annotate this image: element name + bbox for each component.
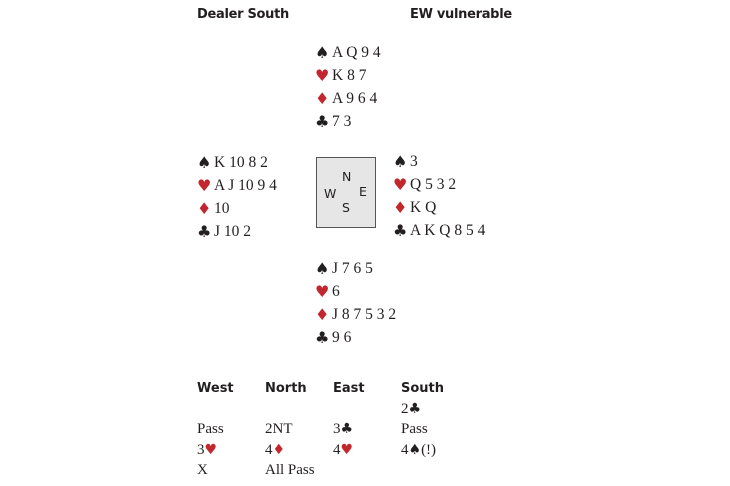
auction-bid [265, 399, 315, 419]
bid-level: 4 [401, 441, 409, 458]
auction-bid: 3♥ [197, 440, 234, 460]
auction-bid: Pass [401, 419, 444, 439]
club-icon: ♣ [393, 221, 408, 240]
auction-bid: X [197, 460, 234, 480]
west-hand: ♠K 10 8 2♥A J 10 9 4♦10♣J 10 2 [197, 151, 277, 243]
spade-cards: K 10 8 2 [214, 154, 268, 171]
club-cards: 9 6 [332, 329, 352, 346]
heart-icon: ♥ [315, 282, 330, 301]
hearts-row: ♥A J 10 9 4 [197, 174, 277, 197]
auction-south: South 2♣ Pass 4♠(!) [401, 379, 444, 460]
heart-icon: ♥ [340, 441, 354, 458]
hearts-row: ♥6 [315, 280, 396, 303]
clubs-row: ♣A K Q 8 5 4 [393, 219, 485, 242]
clubs-row: ♣J 10 2 [197, 220, 277, 243]
heart-cards: A J 10 9 4 [214, 177, 277, 194]
diamond-cards: 10 [214, 200, 230, 217]
diamond-cards: A 9 6 4 [332, 90, 378, 107]
spade-cards: J 7 6 5 [332, 260, 373, 277]
auction-bid: 2NT [265, 419, 315, 439]
spade-cards: A Q 9 4 [332, 44, 381, 61]
spade-icon: ♠ [315, 259, 330, 278]
diamond-icon: ♦ [197, 199, 212, 218]
auction-header: South [401, 381, 445, 396]
bid-level: 4 [265, 441, 273, 458]
auction-header: West [197, 381, 234, 396]
south-hand: ♠J 7 6 5♥6♦J 8 7 5 3 2♣9 6 [315, 257, 396, 349]
auction-bid: 4♥ [333, 440, 365, 460]
heart-cards: Q 5 3 2 [410, 176, 457, 193]
north-hand: ♠A Q 9 4♥K 8 7♦A 9 6 4♣7 3 [315, 41, 381, 133]
club-cards: J 10 2 [214, 223, 252, 240]
spade-icon: ♠ [197, 153, 212, 172]
vulnerability-label: EW vulnerable [410, 7, 512, 22]
diamond-cards: K Q [410, 199, 437, 216]
dealer-label: Dealer South [197, 7, 290, 22]
spades-row: ♠A Q 9 4 [315, 41, 381, 64]
diamond-icon: ♦ [272, 441, 286, 458]
east-hand: ♠3♥Q 5 3 2♦K Q♣A K Q 8 5 4 [393, 150, 485, 242]
auction-header: North [265, 381, 307, 396]
heart-cards: K 8 7 [332, 67, 367, 84]
bid-level: 3 [333, 421, 341, 438]
diamond-icon: ♦ [315, 89, 330, 108]
clubs-row: ♣9 6 [315, 326, 396, 349]
hearts-row: ♥Q 5 3 2 [393, 173, 485, 196]
club-icon: ♣ [408, 401, 422, 417]
auction-header: East [333, 381, 365, 396]
bid-level: All Pass [265, 461, 315, 478]
compass-east: E [359, 184, 367, 199]
auction-bid: 4♦ [265, 440, 315, 460]
compass-south: S [342, 200, 350, 215]
club-cards: A K Q 8 5 4 [410, 222, 486, 239]
diamond-icon: ♦ [393, 198, 408, 217]
bid-level: Pass [197, 421, 224, 438]
heart-cards: 6 [332, 283, 340, 300]
diamonds-row: ♦A 9 6 4 [315, 87, 381, 110]
auction-bid: 4♠(!) [401, 440, 444, 460]
club-icon: ♣ [340, 421, 354, 438]
compass-box: N E S W [316, 157, 376, 228]
spade-cards: 3 [410, 153, 418, 170]
club-icon: ♣ [315, 328, 330, 347]
diamonds-row: ♦10 [197, 197, 277, 220]
spades-row: ♠3 [393, 150, 485, 173]
bid-level: X [197, 461, 208, 478]
diamond-icon: ♦ [315, 305, 330, 324]
auction-bid: All Pass [265, 460, 315, 480]
auction-bid: 2♣ [401, 399, 444, 419]
spade-icon: ♠ [393, 152, 408, 171]
spade-icon: ♠ [408, 441, 422, 458]
club-icon: ♣ [315, 112, 330, 131]
diamond-cards: J 8 7 5 3 2 [332, 306, 397, 323]
bid-level: 3 [197, 441, 205, 458]
heart-icon: ♥ [393, 175, 408, 194]
heart-icon: ♥ [197, 176, 212, 195]
diamonds-row: ♦J 8 7 5 3 2 [315, 303, 396, 326]
compass-north: N [342, 169, 352, 184]
spades-row: ♠J 7 6 5 [315, 257, 396, 280]
auction-bid: Pass [197, 419, 234, 439]
spade-icon: ♠ [315, 43, 330, 62]
bid-level: 2 [401, 401, 409, 417]
club-icon: ♣ [197, 222, 212, 241]
bid-level: 4 [333, 441, 341, 458]
heart-icon: ♥ [315, 66, 330, 85]
bid-level: 2NT [265, 421, 293, 438]
compass-west: W [324, 186, 337, 201]
bid-annotation: (!) [421, 441, 437, 458]
diamonds-row: ♦K Q [393, 196, 485, 219]
spades-row: ♠K 10 8 2 [197, 151, 277, 174]
bid-level: Pass [401, 421, 428, 438]
auction-bid [333, 399, 365, 419]
auction-bid: 3♣ [333, 419, 365, 439]
auction-bid [197, 399, 234, 419]
heart-icon: ♥ [204, 441, 218, 458]
club-cards: 7 3 [332, 113, 352, 130]
hearts-row: ♥K 8 7 [315, 64, 381, 87]
clubs-row: ♣7 3 [315, 110, 381, 133]
